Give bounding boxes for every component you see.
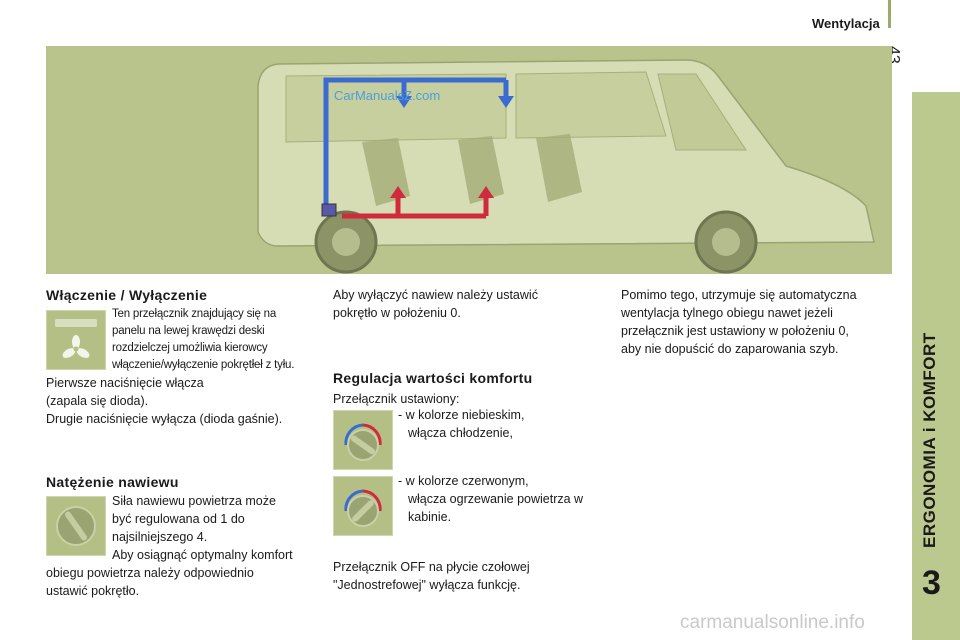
on-off-body-text: Pierwsze naciśnięcie włącza (zapala się …: [46, 376, 283, 426]
van-ventilation-illustration: [46, 46, 892, 274]
header-accent-bar: [888, 0, 891, 28]
flow-body-text: obiegu powietrza należy odpowiednio usta…: [46, 566, 254, 598]
heading-flow: Natężenie nawiewu: [46, 474, 179, 490]
switch-set-text: Przełącznik ustawiony:: [333, 392, 460, 406]
blue-item-text: - w kolorze niebieskim, włącza chłodzeni…: [398, 408, 525, 440]
heading-on-off: Włączenie / Wyłączenie: [46, 287, 208, 303]
flow-indent-text: Siła nawiewu powietrza może być regulowa…: [112, 494, 293, 562]
red-knob-thumbnail: [333, 476, 393, 536]
chapter-side-tab: [912, 92, 960, 640]
red-heating-knob-icon: [344, 489, 382, 527]
blue-cooling-knob-icon: [344, 423, 382, 461]
knob-icon: [56, 506, 96, 546]
fan-icon: [55, 319, 97, 358]
chapter-number: 3: [922, 564, 941, 602]
section-title: Wentylacja: [812, 16, 880, 31]
fan-button-thumbnail: [46, 310, 106, 370]
illustration-watermark: CarManualsZ.com: [334, 88, 441, 103]
chapter-label: ERGONOMIA i KOMFORT: [920, 332, 939, 548]
off-switch-text: Przełącznik OFF na płycie czołowej "Jedn…: [333, 560, 530, 592]
on-off-indent-text: Ten przełącznik znajdujący się na panelu…: [112, 308, 295, 371]
red-item-text: - w kolorze czerwonym, włącza ogrzewanie…: [398, 474, 584, 524]
van-drawing: [257, 59, 875, 274]
automatic-ventilation-text: Pomimo tego, utrzymuje się automatyczna …: [621, 288, 857, 356]
blue-knob-thumbnail: [333, 410, 393, 470]
footer-watermark: carmanualsonline.info: [680, 612, 865, 633]
heading-comfort: Regulacja wartości komfortu: [333, 370, 533, 386]
flow-knob-thumbnail: [46, 496, 106, 556]
off-text: Aby wyłączyć nawiew należy ustawić pokrę…: [333, 288, 538, 320]
